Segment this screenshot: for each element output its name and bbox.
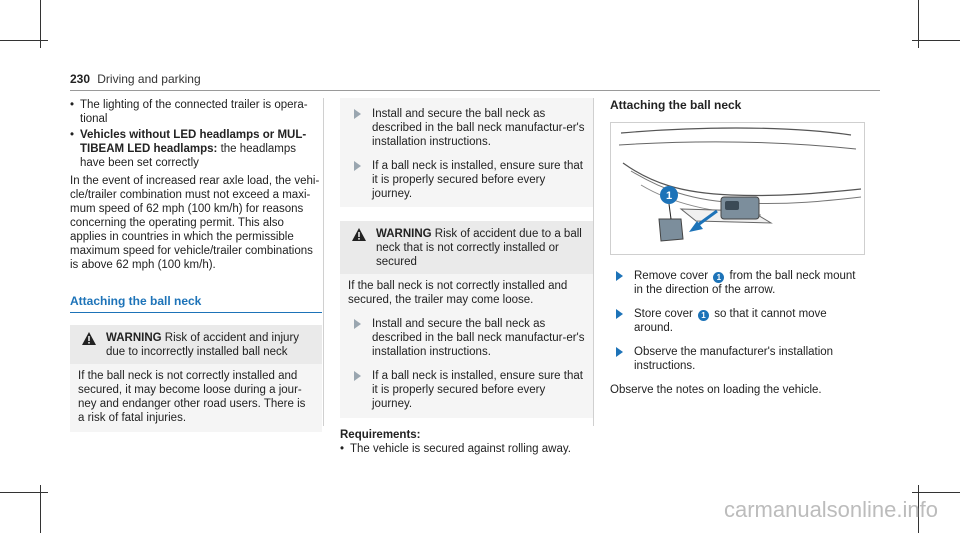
steps-box: Install and secure the ball neck as desc… <box>340 98 593 207</box>
crop-mark <box>40 485 41 533</box>
crop-mark <box>912 492 960 493</box>
warning-box: WARNING Risk of accident and injury due … <box>70 325 322 432</box>
warning-icon <box>82 332 96 345</box>
paragraph: In the event of increased rear axle load… <box>70 175 320 271</box>
step-arrow-icon <box>616 309 623 319</box>
page-header: 230 Driving and parking <box>70 72 880 91</box>
step-arrow-icon <box>354 109 361 119</box>
warning-title: Risk of accident due to a ball neck that… <box>376 228 582 268</box>
step: If a ball neck is installed, ensure sure… <box>348 159 585 201</box>
page-number: 230 <box>70 72 91 86</box>
crop-mark <box>0 40 48 41</box>
callout-label: 1 <box>666 190 672 202</box>
ball-neck-illustration: 1 <box>610 122 865 255</box>
list-item: Vehicles without LED headlamps or MUL-TI… <box>70 128 322 170</box>
warning-body: If the ball neck is not correctly instal… <box>70 364 322 432</box>
step: Install and secure the ball neck as desc… <box>348 317 585 359</box>
warning-label: WARNING <box>376 228 432 240</box>
column-divider <box>323 98 324 426</box>
step: Observe the manufacturer's installation … <box>610 345 865 373</box>
warning-title: Risk of accident and injury due to incor… <box>106 332 300 358</box>
crop-mark <box>918 485 919 533</box>
step-arrow-icon <box>354 161 361 171</box>
warning-label: WARNING <box>106 332 162 344</box>
section-title: Driving and parking <box>97 72 201 86</box>
step-arrow-icon <box>354 371 361 381</box>
condition-label: Vehicles without LED headlamps or MUL-TI… <box>80 129 307 155</box>
step: Store cover 1 so that it cannot move aro… <box>610 307 865 335</box>
column-left: The lighting of the connected trailer is… <box>70 98 322 432</box>
callout-icon: 1 <box>713 272 725 283</box>
warning-body: If the ball neck is not correctly instal… <box>348 280 568 306</box>
list-item: The lighting of the connected trailer is… <box>70 98 322 126</box>
step-arrow-icon <box>354 319 361 329</box>
step-arrow-icon <box>616 347 623 357</box>
list-item: The vehicle is secured against rolling a… <box>340 442 593 456</box>
warning-icon <box>352 228 366 241</box>
requirements-label: Requirements: <box>340 429 421 441</box>
crop-mark <box>40 0 41 48</box>
watermark: carmanualsonline.info <box>723 497 938 522</box>
step: Install and secure the ball neck as desc… <box>348 107 585 149</box>
step-arrow-icon <box>616 271 623 281</box>
crop-mark <box>0 492 48 493</box>
column-middle: Install and secure the ball neck as desc… <box>340 98 593 458</box>
callout-icon: 1 <box>698 310 709 321</box>
note: Observe the notes on loading the vehicle… <box>610 384 822 396</box>
step: Remove cover 1 from the ball neck mount … <box>610 269 865 297</box>
warning-box: WARNING Risk of accident due to a ball n… <box>340 221 593 418</box>
crop-mark <box>912 40 960 41</box>
step: If a ball neck is installed, ensure sure… <box>348 369 585 411</box>
column-right: Attaching the ball neck 1 Remove cover 1… <box>610 98 865 397</box>
section-heading: Attaching the ball neck <box>610 98 742 112</box>
column-divider <box>593 98 594 426</box>
section-heading: Attaching the ball neck <box>70 294 322 313</box>
crop-mark <box>918 0 919 48</box>
